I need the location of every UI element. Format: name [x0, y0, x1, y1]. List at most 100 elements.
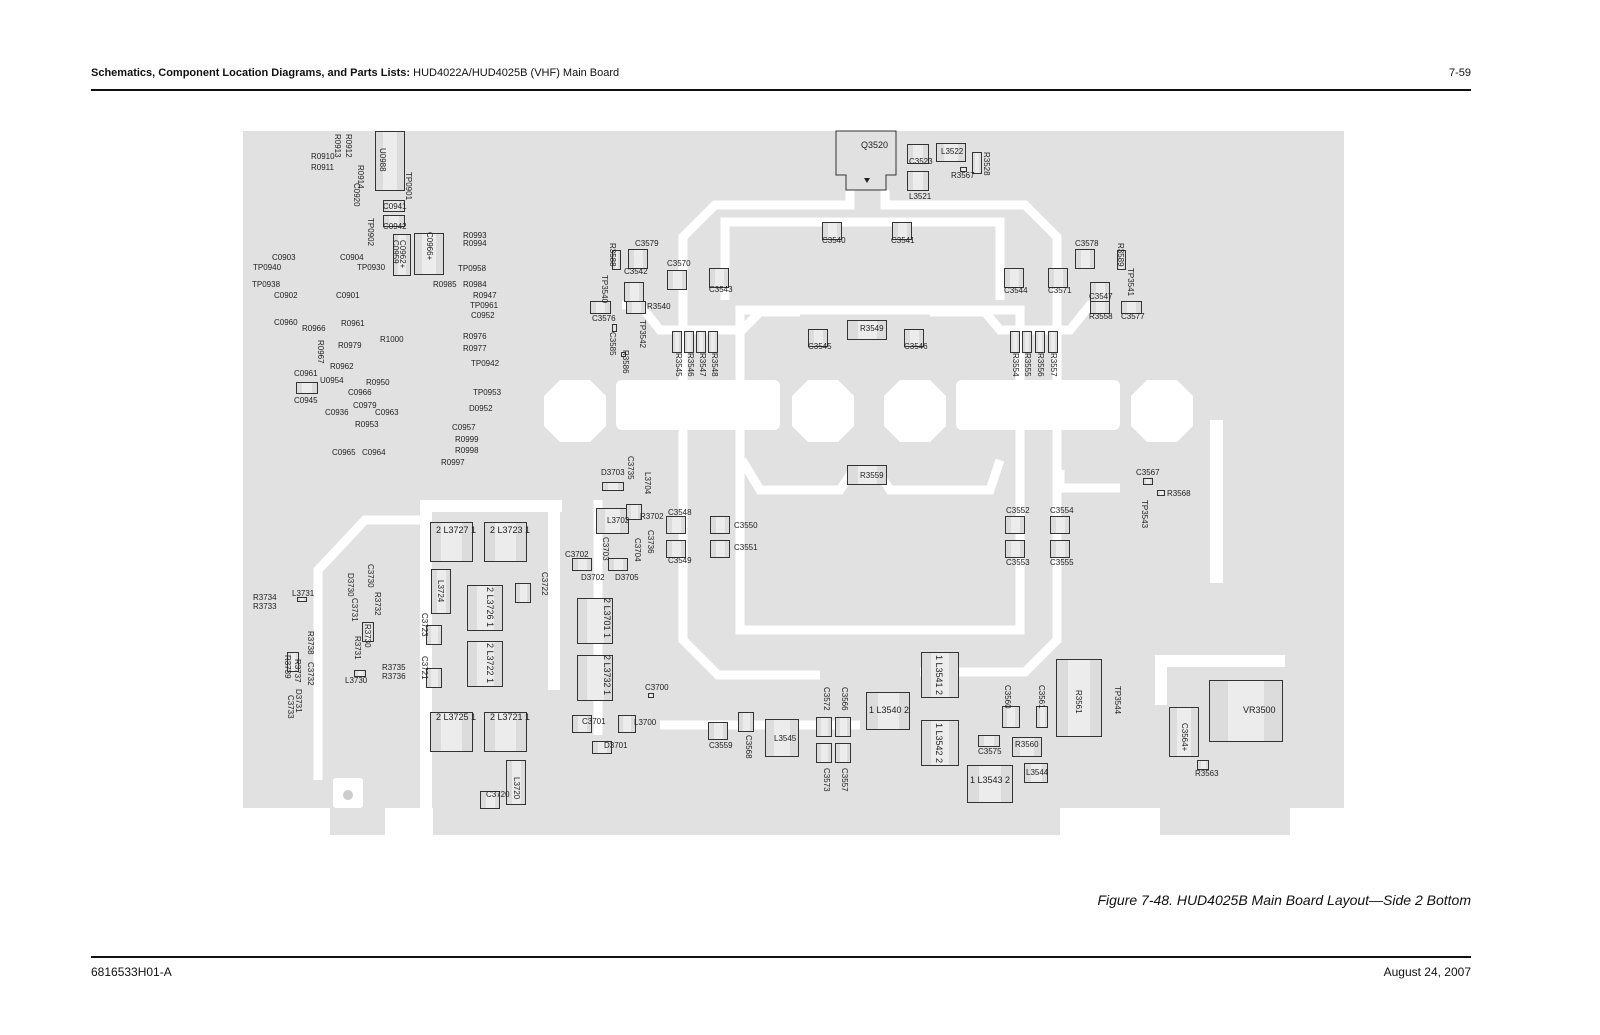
component-label-c0942: C0942: [383, 222, 407, 231]
component-label-c3722: C3722: [540, 572, 549, 596]
component-label-c3552: C3552: [1006, 506, 1030, 515]
component-label-r3563: R3563: [1195, 769, 1219, 778]
component-c0945-footprint: [296, 382, 318, 394]
component-label-l3545: L3545: [774, 734, 797, 743]
component-l3542-footprint: [921, 720, 959, 766]
component-c0966-footprint: [414, 233, 444, 275]
footer-rule: [91, 956, 1471, 958]
component-label-r3731: R3731: [353, 636, 362, 660]
component-label-tp3541: TP3541: [1126, 268, 1135, 297]
component-label-r3556: R3556: [1036, 353, 1045, 377]
component-label-c3548: C3548: [668, 508, 692, 517]
component-label-tp3542: TP3542: [638, 320, 647, 349]
component-label-r3548: R3548: [710, 353, 719, 377]
component-label-l3522: L3522: [941, 147, 964, 156]
component-c3564-footprint: [1169, 707, 1199, 757]
component-c3554-footprint: [1050, 516, 1070, 534]
component-l3732-footprint: [577, 655, 613, 701]
component-c3541-footprint: [892, 222, 912, 240]
component-label-l3731: L3731: [292, 589, 315, 598]
component-label-tp0930: TP0930: [357, 263, 386, 272]
component-label-d3705: D3705: [615, 573, 639, 582]
component-label-c3564: C3564+: [1180, 723, 1189, 752]
component-r3555-footprint: [1022, 331, 1032, 353]
component-c3553-footprint: [1005, 540, 1025, 558]
component-c3557-footprint: [835, 743, 851, 763]
component-label-r3557: R3557: [1049, 353, 1058, 377]
component-label-l3727: 2 L3727 1: [436, 525, 477, 535]
component-label-r0999: R0999: [455, 435, 479, 444]
component-l3724-footprint: [431, 569, 451, 614]
component-label-l3543: 1 L3543 2: [970, 775, 1011, 785]
component-label-c3575: C3575: [978, 747, 1002, 756]
component-label-r0997: R0997: [441, 458, 465, 467]
component-label-c3542: C3542: [624, 267, 648, 276]
component-l3702-footprint: [596, 508, 629, 534]
component-label-l3721: 2 L3721 1: [490, 712, 531, 722]
component-r3730-footprint: [362, 622, 374, 642]
component-c3551-footprint: [710, 540, 730, 558]
component-l3704-footprint: [626, 504, 642, 520]
component-label-c3732: C3732: [306, 662, 315, 686]
component-label-c3544: C3544: [1004, 286, 1028, 295]
component-r3563-footprint: [1197, 760, 1209, 770]
component-label-r3567: R3567: [951, 171, 975, 180]
component-r3589-footprint: [1117, 250, 1126, 270]
component-r3559-footprint: [847, 465, 887, 485]
component-c3543-footprint: [709, 268, 729, 288]
component-r3560-footprint: [1012, 737, 1042, 757]
component-label-d3731: D3731: [294, 689, 303, 713]
page-header-section: Schematics, Component Location Diagrams,…: [91, 67, 619, 79]
component-vr3500-footprint: [1209, 680, 1283, 742]
component-c3576-footprint: [590, 301, 611, 314]
component-c3585-footprint: [612, 324, 617, 332]
component-label-c0904: C0904: [340, 253, 364, 262]
component-label-r0985: R0985: [433, 280, 457, 289]
component-label-c3572: C3572: [822, 687, 831, 711]
component-r3548-footprint: [708, 331, 718, 353]
component-u0988-footprint: [375, 131, 405, 191]
component-label-r3735: R3735: [382, 663, 406, 672]
header-section-bold: Schematics, Component Location Diagrams,…: [91, 67, 411, 79]
component-label-c3523: C3523: [909, 157, 933, 166]
component-label-r3702: R3702: [640, 512, 664, 521]
component-c3571-footprint: [1048, 268, 1068, 288]
component-l3541-footprint: [921, 652, 959, 698]
component-label-u0988: U0988: [378, 148, 387, 172]
component-label-c3703: C3703: [601, 537, 610, 561]
component-label-r3739: R3739: [283, 655, 292, 679]
component-label-r0914: R0914: [356, 165, 365, 189]
component-c3573-footprint: [816, 743, 832, 763]
component-label-r0977: R0977: [463, 344, 487, 353]
component-label-r3555: R3555: [1023, 353, 1032, 377]
component-label-c0965: C0965: [332, 448, 356, 457]
component-label-r3732: R3732: [373, 592, 382, 616]
component-label-c0966: C0966: [348, 388, 372, 397]
component-label-r3561: R3561: [1074, 690, 1083, 714]
component-label-l3730: L3730: [345, 676, 368, 685]
component-label-tp0901: TP0901: [404, 172, 413, 201]
component-label-l3720: L3720: [512, 777, 521, 800]
header-section-title: HUD4022A/HUD4025B (VHF) Main Board: [410, 67, 620, 79]
component-c3545-footprint: [808, 329, 828, 347]
component-label-r3545: R3545: [674, 353, 683, 377]
component-label-c0903: C0903: [272, 253, 296, 262]
component-label-r0950: R0950: [366, 378, 390, 387]
component-label-c3560: C3560: [1003, 685, 1012, 709]
component-r3558-footprint: [1090, 301, 1110, 314]
component-label-c0962: C0962+: [398, 240, 407, 269]
component-c0942-footprint: [383, 215, 405, 227]
component-label-r3736: R3736: [382, 672, 406, 681]
component-label-tp0953: TP0953: [473, 388, 502, 397]
component-c3701-footprint: [572, 715, 592, 733]
component-label-c3702: C3702: [565, 550, 589, 559]
component-label-l3544: L3544: [1026, 768, 1049, 777]
component-label-c0966: C0966+: [425, 232, 434, 261]
component-c3720-footprint: [480, 791, 500, 809]
component-label-c0960: C0960: [274, 318, 298, 327]
component-label-c3723: C3723: [420, 613, 429, 637]
component-label-c0963: C0963: [375, 408, 399, 417]
component-label-c3554: C3554: [1050, 506, 1074, 515]
component-label-c3585: C3585: [608, 332, 617, 356]
